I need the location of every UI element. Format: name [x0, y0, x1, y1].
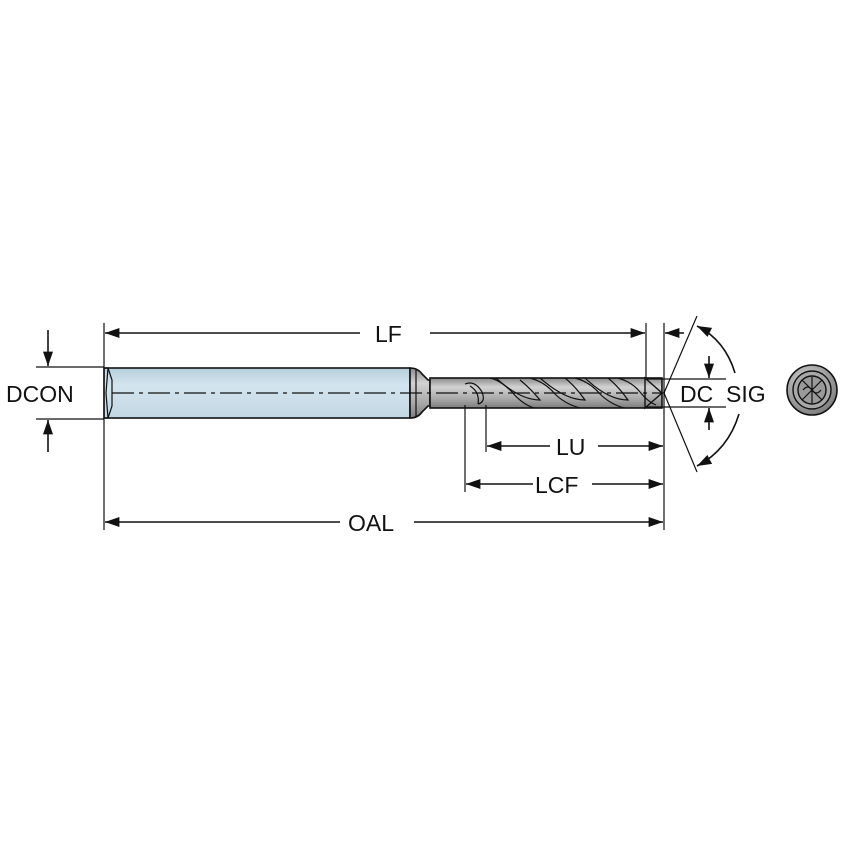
dim-oal: OAL — [105, 510, 663, 536]
sig-label: SIG — [726, 381, 766, 407]
dim-lcf: LCF — [466, 472, 663, 498]
extension-lines — [36, 315, 726, 530]
dim-sig: SIG — [696, 325, 766, 467]
dim-lu: LU — [487, 434, 663, 460]
dc-label: DC — [680, 381, 713, 407]
end-view-icon — [786, 364, 838, 416]
lu-label: LU — [556, 434, 585, 460]
dim-dc: DC — [680, 356, 715, 430]
lf-label: LF — [375, 321, 402, 347]
lcf-label: LCF — [535, 472, 578, 498]
dcon-label: DCON — [6, 381, 74, 407]
oal-label: OAL — [348, 510, 394, 536]
dim-lf: LF — [105, 321, 684, 347]
dim-dcon: DCON — [6, 330, 74, 452]
flutes — [464, 377, 657, 409]
